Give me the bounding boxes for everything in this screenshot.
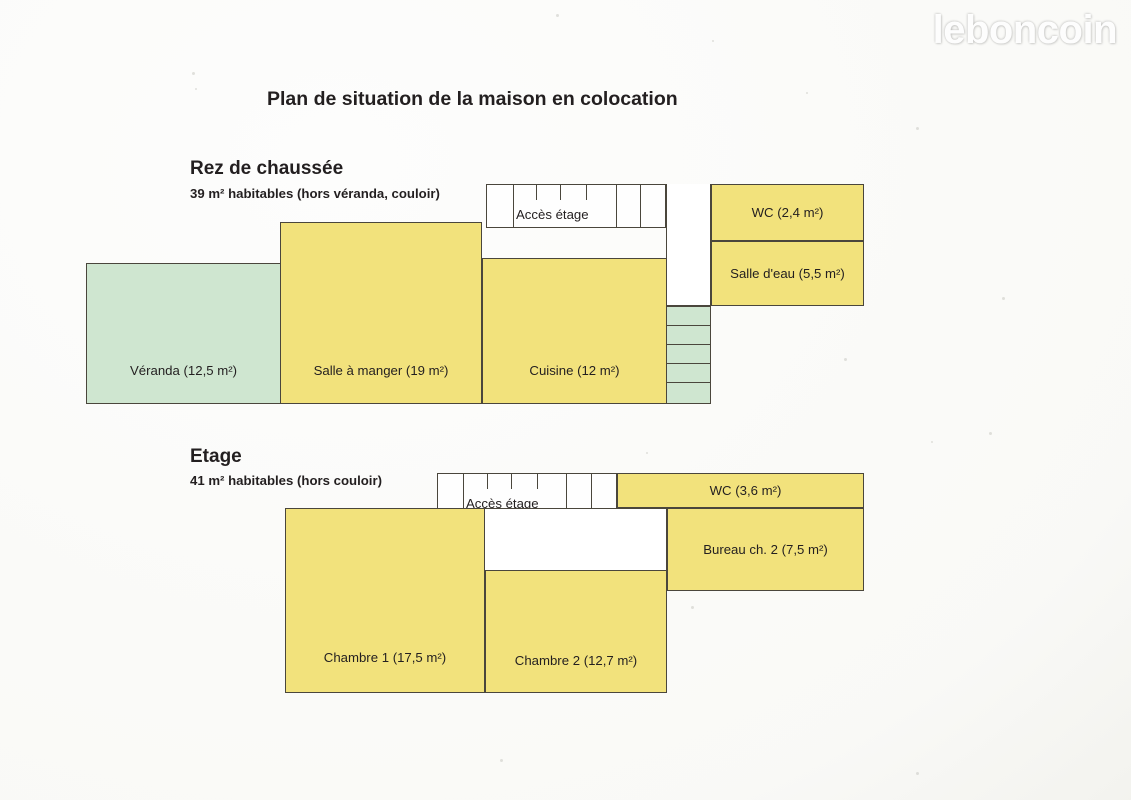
scan-speck: [1002, 297, 1005, 300]
room-label: Salle à manger (19 m²): [313, 362, 449, 378]
room-label: Chambre 1 (17,5 m²): [323, 649, 447, 665]
scan-speck: [691, 606, 694, 609]
scan-speck: [916, 772, 919, 775]
leboncoin-watermark: leboncoin: [932, 8, 1118, 52]
upper-floor-subtitle: 41 m² habitables (hors couloir): [190, 473, 382, 488]
corridor-divider: [640, 185, 641, 227]
scan-speck: [192, 72, 195, 75]
room-cuisine: Cuisine (12 m²): [482, 258, 667, 404]
scan-speck: [556, 14, 559, 17]
ground-floor-stair-shaft: [666, 184, 711, 306]
stair-tick: [537, 474, 538, 489]
room-wc-upper: WC (3,6 m²): [617, 473, 864, 508]
room-chambre-2: Chambre 2 (12,7 m²): [485, 570, 667, 693]
corridor-divider: [616, 185, 617, 227]
step-edge: [667, 363, 710, 364]
scan-speck: [931, 441, 933, 443]
page-title: Plan de situation de la maison en coloca…: [267, 88, 678, 110]
room-label: Salle d'eau (5,5 m²): [730, 265, 845, 281]
stair-tick: [536, 185, 537, 200]
scan-speck: [844, 358, 847, 361]
room-veranda: Véranda (12,5 m²): [86, 263, 281, 404]
upper-floor-title: Etage: [190, 446, 242, 467]
stair-tick: [586, 185, 587, 200]
corridor-label: Accès étage: [466, 496, 539, 511]
corridor-divider: [513, 185, 514, 227]
scan-speck: [806, 92, 808, 94]
stair-tick: [487, 474, 488, 489]
scan-speck: [989, 432, 992, 435]
scan-speck: [195, 88, 197, 90]
corridor-divider: [463, 474, 464, 516]
scan-speck: [500, 759, 503, 762]
room-label: Véranda (12,5 m²): [129, 362, 237, 378]
scan-speck: [646, 452, 648, 454]
scan-speck: [712, 40, 714, 42]
ground-floor-corridor: Accès étage: [486, 184, 666, 228]
room-label: Bureau ch. 2 (7,5 m²): [703, 541, 828, 557]
corridor-divider: [566, 474, 567, 516]
ground-floor-title: Rez de chaussée: [190, 158, 344, 179]
stair-tick: [511, 474, 512, 489]
room-label: WC (3,6 m²): [709, 482, 782, 498]
ground-floor-subtitle: 39 m² habitables (hors véranda, couloir): [190, 186, 440, 201]
step-edge: [667, 344, 710, 345]
room-chambre-1: Chambre 1 (17,5 m²): [285, 508, 485, 693]
step-edge: [667, 382, 710, 383]
room-label: Cuisine (12 m²): [529, 362, 620, 378]
room-label: WC (2,4 m²): [751, 204, 824, 220]
room-salle-d-eau: Salle d'eau (5,5 m²): [711, 241, 864, 306]
step-edge: [667, 325, 710, 326]
room-wc-ground: WC (2,4 m²): [711, 184, 864, 241]
room-salle-a-manger: Salle à manger (19 m²): [280, 222, 482, 404]
corridor-divider: [591, 474, 592, 516]
corridor-label: Accès étage: [516, 207, 589, 222]
scan-speck: [916, 127, 919, 130]
stair-tick: [560, 185, 561, 200]
staircase-steps: [666, 306, 711, 404]
room-bureau: Bureau ch. 2 (7,5 m²): [667, 508, 864, 591]
room-label: Chambre 2 (12,7 m²): [514, 652, 638, 668]
